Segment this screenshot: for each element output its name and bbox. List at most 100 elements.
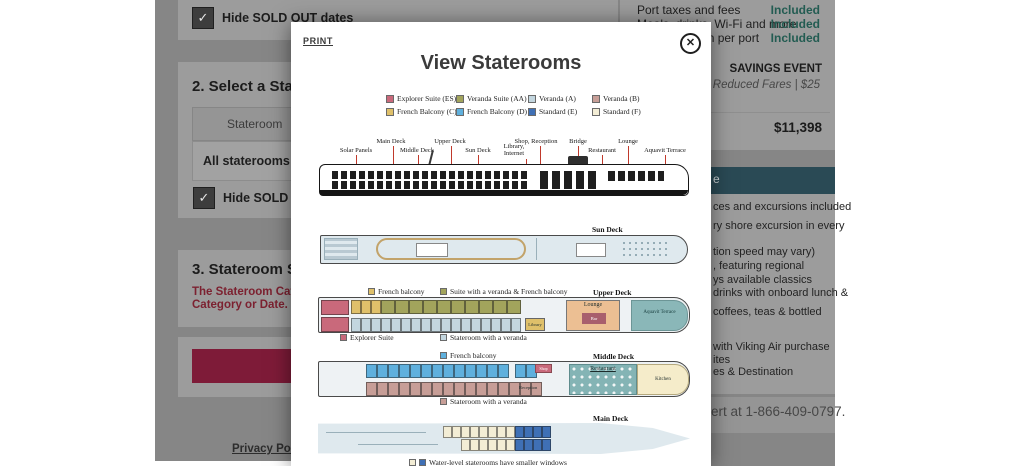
stateroom-cell xyxy=(421,318,431,332)
stateroom-note-line2: Category or Date. xyxy=(192,299,288,311)
upper-deck-plan: Library Lounge Bar Aquavit Terrace xyxy=(318,297,690,333)
stateroom-cell xyxy=(491,318,501,332)
stateroom-cell xyxy=(361,318,371,332)
stateroom-cell xyxy=(476,382,487,396)
standard-e-swatch xyxy=(419,459,426,466)
leader-line xyxy=(628,146,629,165)
fee-row-label: Port taxes and fees xyxy=(637,3,741,17)
main-deck-top-rooms xyxy=(443,426,551,438)
stateroom-cell xyxy=(488,426,497,438)
stateroom-cell xyxy=(497,439,506,451)
stateroom-cell xyxy=(479,426,488,438)
stateroom-cell xyxy=(542,426,551,438)
ship-label-solar-panels: Solar Panels xyxy=(339,147,373,154)
ship-windows xyxy=(540,171,598,189)
privacy-policy-link[interactable]: Privacy Policy xyxy=(232,443,310,455)
veranda-stateroom-swatch xyxy=(440,398,447,405)
stateroom-cell xyxy=(421,364,432,378)
explorer-suite-swatch xyxy=(340,334,347,341)
savings-event-label: SAVINGS EVENT xyxy=(729,63,822,75)
deck-structure xyxy=(416,243,448,257)
legend-item: Veranda (B) xyxy=(592,94,639,103)
stateroom-cell xyxy=(381,318,391,332)
legend-label: Standard (E) xyxy=(539,107,578,116)
stateroom-cell xyxy=(533,426,542,438)
ship-label-shop-reception: Shop, Reception xyxy=(514,138,558,145)
stateroom-cell xyxy=(465,300,479,314)
legend-item: Veranda (A) xyxy=(528,94,576,103)
stateroom-cell xyxy=(432,382,443,396)
french-balcony-swatch xyxy=(440,352,447,359)
stateroom-cell xyxy=(410,382,421,396)
stateroom-cell xyxy=(488,439,497,451)
legend-label: Suite with a veranda & French balcony xyxy=(450,287,568,296)
stateroom-cell xyxy=(511,318,521,332)
stern-line xyxy=(326,432,426,433)
stateroom-cell xyxy=(498,382,509,396)
legend-label: Explorer Suite (ES) xyxy=(397,94,457,103)
lounge-area: Lounge Bar xyxy=(566,300,620,331)
stateroom-cell xyxy=(461,318,471,332)
deck-structure xyxy=(576,243,606,257)
stateroom-cell xyxy=(493,300,507,314)
stateroom-cell xyxy=(509,382,520,396)
main-deck-title: Main Deck xyxy=(593,414,629,423)
leader-line xyxy=(478,155,479,166)
suite-swatch xyxy=(440,288,447,295)
stateroom-cell xyxy=(479,439,488,451)
middle-deck-plan: Shop Reception Restaurant Kitchen xyxy=(318,361,690,397)
stateroom-cell xyxy=(351,318,361,332)
sun-deck-title: Sun Deck xyxy=(592,225,623,234)
stateroom-cell xyxy=(506,426,515,438)
stateroom-cell xyxy=(515,364,526,378)
fee-row-value: Included xyxy=(770,17,820,31)
stateroom-cell xyxy=(411,318,421,332)
stateroom-cell xyxy=(479,300,493,314)
phone-number-text: ert at 1-866-409-0797. xyxy=(711,404,846,419)
stateroom-cell xyxy=(498,364,509,378)
fee-row-value: Included xyxy=(770,31,820,45)
hide-sold-out-dates-checkbox[interactable]: ✓ xyxy=(192,7,214,29)
stateroom-cell xyxy=(542,439,551,451)
leader-line xyxy=(578,146,579,158)
solar-panel-grid xyxy=(324,238,358,260)
includes-item: with Viking Air purchase xyxy=(713,341,830,353)
stateroom-cell xyxy=(366,364,377,378)
stateroom-cell xyxy=(377,364,388,378)
stateroom-cell xyxy=(388,382,399,396)
ship-label-bridge: Bridge xyxy=(569,138,587,145)
lounge-label: Lounge xyxy=(583,302,603,308)
ship-hull xyxy=(319,164,689,196)
upper-deck-title: Upper Deck xyxy=(593,288,632,297)
reception-label: Reception xyxy=(519,385,538,390)
stateroom-cell xyxy=(465,382,476,396)
includes-item: ites xyxy=(713,354,731,366)
ship-label-upper-deck: Upper Deck xyxy=(434,138,466,145)
deck-divider xyxy=(536,238,537,260)
legend-item: Standard (F) xyxy=(592,107,641,116)
hide-sold-out-staterooms-checkbox[interactable]: ✓ xyxy=(193,187,215,209)
stateroom-cell xyxy=(524,426,533,438)
veranda-b-swatch xyxy=(592,94,600,103)
middle-deck-bottom-rooms xyxy=(366,382,542,396)
includes-item: es & Destination xyxy=(713,366,794,378)
close-icon[interactable]: ✕ xyxy=(680,33,701,54)
stateroom-cell xyxy=(371,300,381,314)
legend-label: Water-level staterooms have smaller wind… xyxy=(429,458,567,466)
stateroom-cell xyxy=(391,318,401,332)
ship-windows xyxy=(608,171,664,181)
legend-item: French balcony xyxy=(368,287,424,296)
ship-label-middle-deck: Middle Deck xyxy=(399,147,435,154)
stateroom-cell xyxy=(501,318,511,332)
stateroom-cell xyxy=(432,364,443,378)
middle-deck-title: Middle Deck xyxy=(593,352,635,361)
stateroom-cell xyxy=(497,426,506,438)
reduced-fares-label: Reduced Fares | $25 xyxy=(712,79,820,91)
print-link[interactable]: PRINT xyxy=(303,36,333,46)
stateroom-cell xyxy=(399,364,410,378)
stateroom-cell xyxy=(423,300,437,314)
stateroom-cell xyxy=(399,382,410,396)
stateroom-cell xyxy=(506,439,515,451)
shop-area: Shop xyxy=(535,364,552,373)
legend-label: French balcony xyxy=(378,287,425,296)
